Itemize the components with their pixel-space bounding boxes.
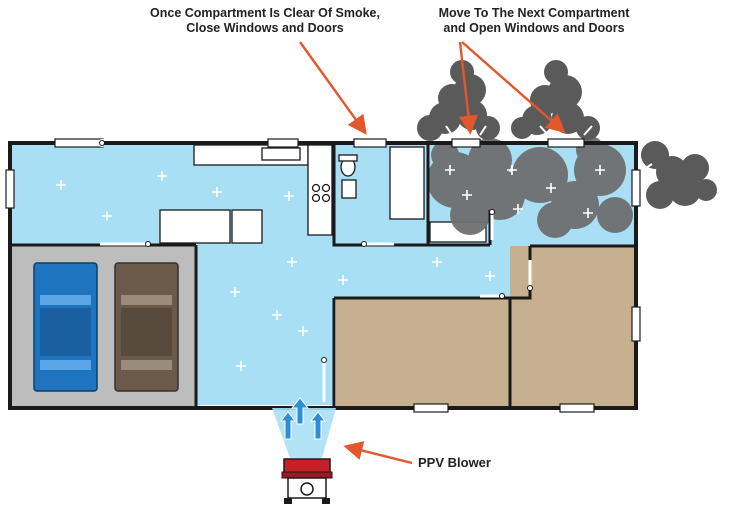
fixtures [159,144,487,244]
refrigerator [231,209,263,244]
doors [99,139,533,402]
bathroom-vanity [341,179,357,199]
window-right-open [631,169,641,207]
window-top-3-closed [353,138,387,148]
window-left [5,169,15,209]
plus-marker [513,204,523,214]
bedroom-1-floor [336,298,510,408]
window-bottom-2 [559,403,595,413]
plus-marker [485,271,495,281]
stove [311,183,331,203]
bathtub [389,146,425,220]
window-open-rays [445,125,653,213]
up-arrow-icon [309,411,327,440]
plus-marker [462,190,472,200]
windows [5,138,641,413]
arrow-open-window-2 [461,41,566,134]
kitchen-island [159,209,231,244]
clear-area-floor [10,143,634,405]
plus-marker [507,165,517,175]
plus-marker [338,275,348,285]
plus-marker [272,310,282,320]
window-top-5-open [547,138,585,148]
callout-close-line-1: Once Compartment Is Clear Of Smoke, [150,6,380,20]
up-arrow-icon [279,411,297,440]
plus-marker [298,326,308,336]
airflow-arrows [279,397,327,440]
garage-cars [33,262,179,392]
plus-marker [284,191,294,201]
plus-marker [445,165,455,175]
window-right-bedroom [631,306,641,342]
arrow-close-window [299,41,367,135]
callout-move-line-2: and Open Windows and Doors [443,21,625,35]
clear-air-markers [56,165,605,371]
callout-open-windows: Move To The Next Compartment and Open Wi… [408,6,660,36]
window-bottom-1 [413,403,449,413]
callout-close-windows: Once Compartment Is Clear Of Smoke, Clos… [120,6,410,36]
plus-marker [546,183,556,193]
window-top-2 [267,138,299,148]
airflow-cone [272,408,336,458]
kitchen-sink [261,147,301,161]
plus-marker [230,287,240,297]
plus-marker [157,171,167,181]
arrow-open-window-1 [458,41,478,135]
plus-marker [287,257,297,267]
plus-marker [102,211,112,221]
up-arrow-icon [290,397,310,425]
smoke-plumes [417,60,717,209]
ppv-blower-icon [281,458,333,504]
brown-car [114,262,179,392]
blue-car [33,262,98,392]
window-top-1 [54,138,104,148]
arrow-ppv-blower [343,441,413,465]
window-top-4-open [451,138,481,148]
plus-marker [212,187,222,197]
plus-marker [236,361,246,371]
plus-marker [56,180,66,190]
callout-arrows [299,41,566,465]
callout-move-line-1: Move To The Next Compartment [438,6,630,20]
toilet-tank [338,154,358,162]
callout-close-line-2: Close Windows and Doors [186,21,344,35]
plus-marker [432,257,442,267]
plus-marker [583,208,593,218]
callout-ppv-blower: PPV Blower [418,455,491,470]
plus-marker [595,165,605,175]
